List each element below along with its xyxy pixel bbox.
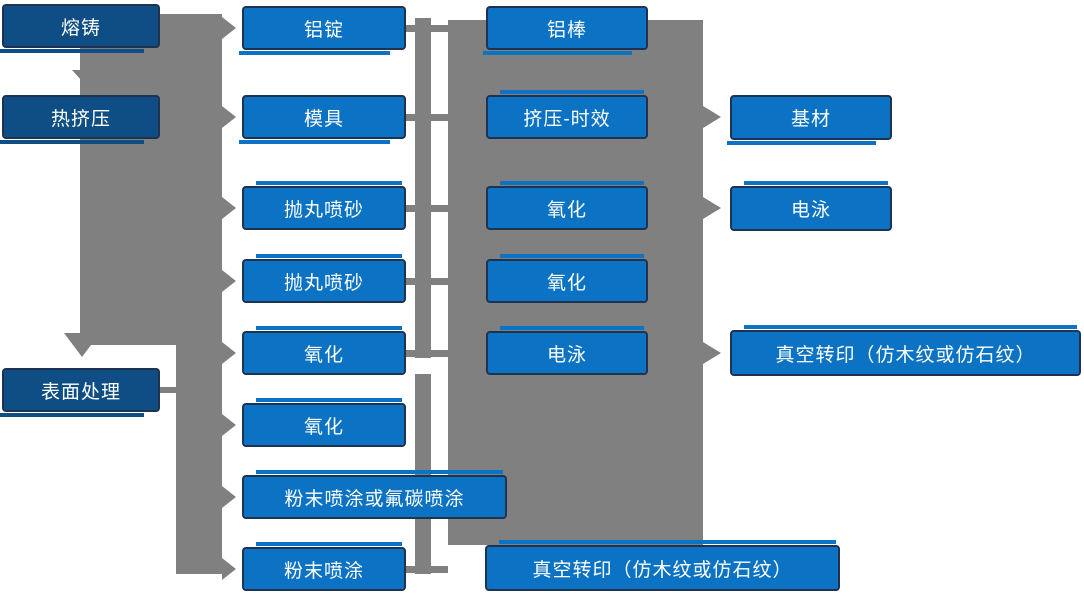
node-oxidation-3: 氧化 xyxy=(486,181,648,230)
node-vacuum-transfer-2: 真空转印（仿木纹或仿石纹） xyxy=(730,325,1081,376)
arrow-right-to-oxidation-2-icon xyxy=(222,414,236,436)
connector-middle-bar-upper xyxy=(415,18,431,358)
arrow-right-to-powder-coating-icon xyxy=(222,558,236,580)
node-mold: 模具 xyxy=(239,95,406,144)
arrow-down-to-surface-treatment-icon xyxy=(64,333,100,357)
connector-left-lower-bar xyxy=(176,345,222,574)
connector-surface-treatment-stub xyxy=(160,387,178,393)
node-electrophoresis-1: 电泳 xyxy=(486,326,648,375)
node-melting-casting: 熔铸 xyxy=(0,4,160,53)
arrow-right-to-powder-fluorocarbon-icon xyxy=(222,486,236,508)
arrow-right-to-oxidation-1-icon xyxy=(222,342,236,364)
node-oxidation-1: 氧化 xyxy=(242,326,406,375)
connector-row-stub-3 xyxy=(406,205,448,212)
node-powder-fluorocarbon-coating: 粉末喷涂或氟碳喷涂 xyxy=(242,470,507,519)
arrow-right-to-aluminum-ingot-icon xyxy=(222,17,236,39)
connector-middle-bar-lower xyxy=(415,374,431,574)
connector-row-stub-1 xyxy=(406,25,448,32)
connector-row-stub-4 xyxy=(406,278,448,285)
arrow-right-to-base-material-icon xyxy=(703,106,721,128)
node-base-material: 基材 xyxy=(727,95,892,145)
node-shot-blasting-2: 抛丸喷砂 xyxy=(242,254,406,303)
arrow-right-to-electrophoresis-icon xyxy=(703,197,721,219)
node-powder-coating: 粉末喷涂 xyxy=(242,542,406,591)
node-oxidation-4: 氧化 xyxy=(486,254,648,303)
arrow-right-to-mold-icon xyxy=(222,106,236,128)
node-aluminum-ingot: 铝锭 xyxy=(239,6,406,55)
node-electrophoresis-2: 电泳 xyxy=(730,181,892,231)
arrow-down-to-hot-extrusion-icon xyxy=(72,70,112,92)
node-surface-treatment: 表面处理 xyxy=(0,368,160,417)
arrow-right-to-shot-blasting-2-icon xyxy=(222,270,236,292)
node-oxidation-2: 氧化 xyxy=(242,398,406,447)
node-hot-extrusion: 热挤压 xyxy=(0,95,160,144)
arrow-right-to-vacuum-transfer-icon xyxy=(703,342,721,364)
node-shot-blasting-1: 抛丸喷砂 xyxy=(242,181,406,230)
connector-row-stub-5 xyxy=(406,350,448,357)
node-vacuum-transfer-1: 真空转印（仿木纹或仿石纹） xyxy=(485,540,840,591)
connector-row-stub-8 xyxy=(406,566,448,573)
arrow-right-to-shot-blasting-1-icon xyxy=(222,197,236,219)
connector-row-stub-2 xyxy=(406,114,448,121)
connector-left-band xyxy=(80,14,222,345)
node-aluminum-rod: 铝棒 xyxy=(483,6,648,55)
node-extrusion-aging: 挤压-时效 xyxy=(486,90,648,139)
